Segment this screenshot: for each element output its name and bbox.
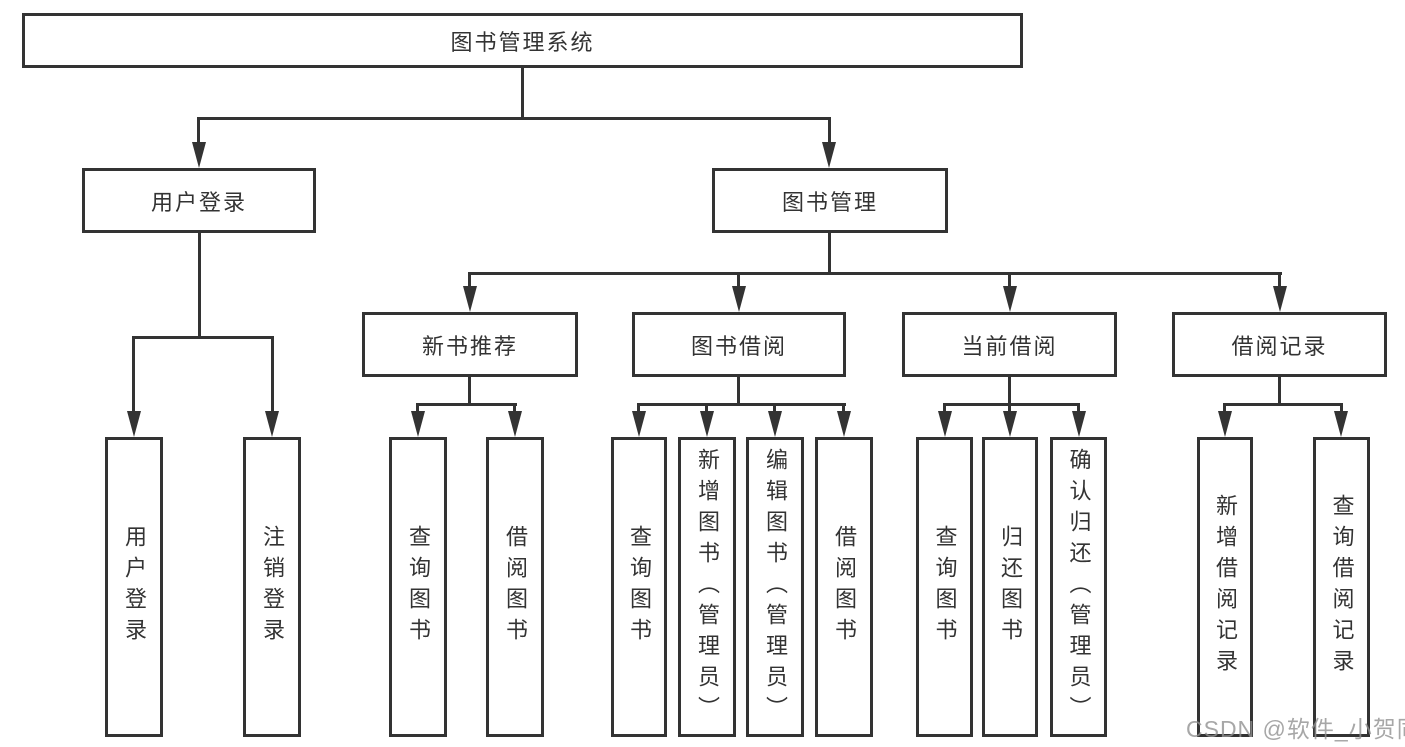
connector-borrow-record-vline <box>1278 377 1281 406</box>
arrow-to-new-book <box>463 286 477 312</box>
connector-book-borrow-stub-1 <box>637 403 640 414</box>
connector-root-hline <box>197 117 831 120</box>
connector-book-borrow-vline <box>737 377 740 406</box>
connector-current-borrow-hline <box>943 403 1080 406</box>
connector-book-borrow-stub-3 <box>773 403 776 414</box>
connector-new-book-hline <box>416 403 517 406</box>
connector-book-mgmt-hline <box>468 272 1282 275</box>
connector-book-mgmt-stub-1 <box>468 272 471 289</box>
node-nb-query: 查询图书 <box>389 437 447 737</box>
connector-user-login-vline <box>198 233 201 339</box>
node-bb-add: 新增图书（管理员） <box>678 437 736 737</box>
connector-book-borrow-hline <box>637 403 846 406</box>
connector-current-borrow-stub-3 <box>1077 403 1080 414</box>
connector-new-book-vline <box>468 377 471 406</box>
node-user-login: 用户登录 <box>82 168 316 233</box>
node-cb-query: 查询图书 <box>916 437 973 737</box>
arrow-to-bb-edit <box>768 411 782 437</box>
connector-book-mgmt-stub-2 <box>737 272 740 289</box>
arrow-to-book-borrow <box>732 286 746 312</box>
node-root: 图书管理系统 <box>22 13 1023 68</box>
arrow-to-book-mgmt <box>822 142 836 168</box>
arrow-to-bb-add <box>700 411 714 437</box>
node-new-book: 新书推荐 <box>362 312 578 377</box>
node-book-borrow: 图书借阅 <box>632 312 846 377</box>
connector-root-stub-left <box>197 117 200 145</box>
arrow-to-bb-query <box>632 411 646 437</box>
arrow-to-current-borrow <box>1003 286 1017 312</box>
arrow-to-bb-borrow <box>837 411 851 437</box>
node-br-add: 新增借阅记录 <box>1197 437 1253 737</box>
node-cb-return: 归还图书 <box>982 437 1038 737</box>
connector-new-book-stub-1 <box>416 403 419 414</box>
connector-borrow-record-hline <box>1223 403 1343 406</box>
connector-borrow-record-stub-2 <box>1340 403 1343 414</box>
arrow-to-user-login <box>192 142 206 168</box>
arrow-to-nb-borrow <box>508 411 522 437</box>
connector-current-borrow-vline <box>1008 377 1011 406</box>
node-bb-edit: 编辑图书（管理员） <box>746 437 804 737</box>
connector-book-borrow-stub-4 <box>842 403 845 414</box>
arrow-to-leaf-logout <box>265 411 279 437</box>
node-br-query: 查询借阅记录 <box>1313 437 1370 737</box>
node-book-mgmt: 图书管理 <box>712 168 948 233</box>
node-nb-borrow: 借阅图书 <box>486 437 544 737</box>
csdn-watermark: CSDN @软件_小贺同学 <box>1186 716 1405 742</box>
node-current-borrow: 当前借阅 <box>902 312 1117 377</box>
connector-book-mgmt-vline <box>828 233 831 275</box>
arrow-to-cb-return <box>1003 411 1017 437</box>
connector-book-mgmt-stub-3 <box>1008 272 1011 289</box>
arrow-to-leaf-user-login <box>127 411 141 437</box>
arrow-to-cb-confirm <box>1072 411 1086 437</box>
node-leaf-user-login: 用户登录 <box>105 437 163 737</box>
arrow-to-borrow-record <box>1273 286 1287 312</box>
connector-current-borrow-stub-1 <box>943 403 946 414</box>
node-bb-query: 查询图书 <box>611 437 667 737</box>
arrow-to-br-add <box>1218 411 1232 437</box>
connector-book-mgmt-stub-4 <box>1278 272 1281 289</box>
connector-borrow-record-stub-1 <box>1223 403 1226 414</box>
connector-user-login-stub-1 <box>132 336 135 413</box>
connector-user-login-hline <box>132 336 274 339</box>
connector-root-vline <box>521 68 524 120</box>
connector-book-borrow-stub-2 <box>705 403 708 414</box>
node-bb-borrow: 借阅图书 <box>815 437 873 737</box>
node-borrow-record: 借阅记录 <box>1172 312 1387 377</box>
connector-root-stub-right <box>828 117 831 145</box>
arrow-to-nb-query <box>411 411 425 437</box>
arrow-to-cb-query <box>938 411 952 437</box>
node-leaf-logout: 注销登录 <box>243 437 301 737</box>
connector-current-borrow-stub-2 <box>1008 403 1011 414</box>
connector-new-book-stub-2 <box>513 403 516 414</box>
connector-user-login-stub-2 <box>271 336 274 413</box>
node-cb-confirm: 确认归还（管理员） <box>1050 437 1107 737</box>
arrow-to-br-query <box>1334 411 1348 437</box>
